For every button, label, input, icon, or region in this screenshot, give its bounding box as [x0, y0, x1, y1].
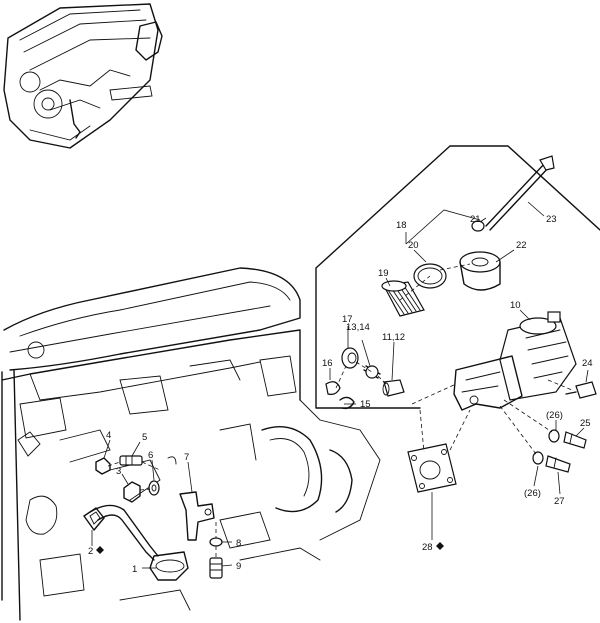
callout-16: 16: [322, 358, 333, 369]
part-1-oil-pickup: [89, 504, 189, 581]
callout-13-14: 13,14: [346, 322, 370, 333]
callout-18: 18: [396, 220, 407, 231]
engine-overview-thumbnail: [3, 3, 163, 149]
assembly-lines: [107, 263, 573, 558]
part-25-bolt: [563, 431, 587, 449]
part-23-center-bolt: [485, 155, 555, 231]
callout-1: 1: [132, 564, 137, 575]
part-10-filter-housing: [453, 311, 577, 411]
callout-23: 23: [546, 214, 557, 225]
part-13-14-spring: [363, 365, 381, 379]
parts-group-frame: [315, 145, 600, 409]
leader-lines: [91, 201, 589, 569]
part-21-seal-ring: [471, 220, 485, 232]
callout-6: 6: [148, 450, 153, 461]
callout-22: 22: [516, 240, 527, 251]
diamond-marker-28: [436, 542, 444, 550]
callout-4: 4: [106, 430, 111, 441]
callout-11-12: 11,12: [382, 332, 405, 343]
callout-labels: 1 2 3 4 5 6 7 8 9 10 11,12 13,14 15 16 1…: [88, 214, 593, 575]
callout-3: 3: [116, 466, 121, 477]
part-19-filter-element: [381, 280, 425, 317]
callout-24: 24: [582, 358, 593, 369]
callout-9: 9: [236, 561, 241, 572]
callout-25: 25: [580, 418, 591, 429]
part-2-gasket: [83, 507, 105, 531]
callout-10: 10: [510, 300, 521, 311]
part-11-12-valve-piston: [382, 379, 405, 397]
callout-20: 20: [408, 240, 419, 251]
part-4-washer: [95, 457, 111, 475]
part-7-bracket: [179, 491, 215, 541]
callout-5: 5: [142, 432, 147, 443]
part-27-bolt: [545, 455, 571, 473]
part-22-filter-cover: [459, 251, 501, 291]
part-8-washer: [209, 537, 223, 547]
callout-26-lower: (26): [524, 488, 541, 499]
callout-21: 21: [470, 214, 481, 225]
callout-27: 27: [554, 496, 565, 507]
part-17-valve: [341, 347, 359, 369]
part-16-plug: [325, 381, 341, 395]
part-3-nut: [123, 481, 141, 503]
clip-hook: [167, 456, 177, 465]
callout-26-upper: (26): [546, 410, 563, 421]
part-15-clip: [339, 396, 355, 410]
callout-7: 7: [184, 452, 189, 463]
part-26-washer-upper: [548, 429, 560, 443]
part-6-washer: [148, 480, 160, 496]
callout-2: 2: [88, 546, 93, 557]
callout-19: 19: [378, 268, 389, 279]
part-24-sensor: [565, 381, 597, 399]
callout-28: 28: [422, 542, 433, 553]
callout-17: 17: [342, 314, 353, 325]
part-28-gasket: [407, 443, 457, 493]
part-9-bolt: [209, 557, 223, 579]
part-5-bolt: [119, 455, 143, 466]
callout-8: 8: [236, 538, 241, 549]
part-26-washer-lower: [532, 451, 544, 465]
engine-block: [1, 267, 381, 621]
diamond-marker-2: [96, 546, 104, 554]
callout-15: 15: [360, 399, 371, 410]
